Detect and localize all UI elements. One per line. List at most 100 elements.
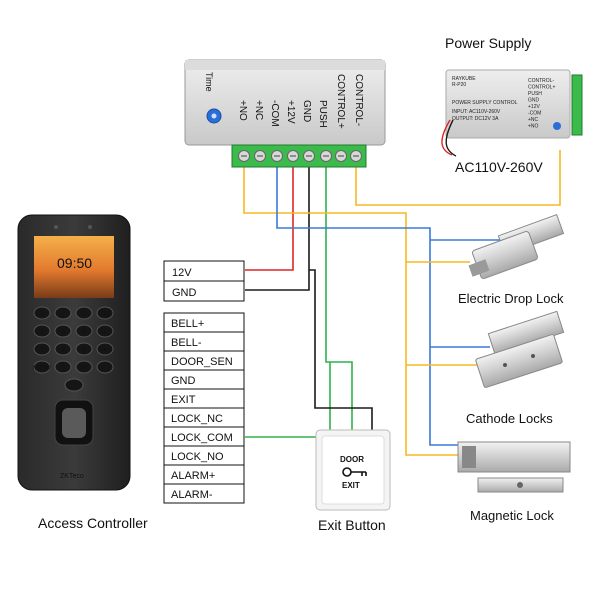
relay-terminal-label: PUSH xyxy=(317,100,328,128)
keypad-key-label: 5 xyxy=(61,330,65,336)
keypad-key xyxy=(54,306,72,320)
psu-terminal-label: +NC xyxy=(528,117,539,123)
wire-green-lockcom xyxy=(245,362,331,438)
psu-terminal-label: CONTROL- xyxy=(528,78,554,84)
keypad-key-label: OK xyxy=(80,366,89,372)
controller-terminal-cell xyxy=(163,483,245,504)
svg-text:POWER SUPPLY CONTROL: POWER SUPPLY CONTROL xyxy=(452,100,518,106)
wire-green-push xyxy=(325,163,353,430)
bell-key xyxy=(64,378,84,392)
magnetic-lock-caption: Magnetic Lock xyxy=(470,508,554,523)
relay-terminal-label: +12V xyxy=(285,100,296,124)
relay-terminal-label: GND xyxy=(301,100,312,122)
power-terminal-cell xyxy=(163,280,245,302)
keypad-key xyxy=(33,306,51,320)
relay-time-label: Time xyxy=(204,72,214,92)
controller-screen xyxy=(34,236,114,298)
keypad-key xyxy=(54,342,72,356)
controller-terminal-label: GND xyxy=(171,375,196,387)
controller-terminal-label: EXIT xyxy=(171,394,196,406)
svg-text:INPUT: AC110V-260V: INPUT: AC110V-260V xyxy=(452,109,501,115)
keypad-key xyxy=(33,360,51,374)
exit-button-exit-text: EXIT xyxy=(342,481,360,490)
keypad-key xyxy=(54,324,72,338)
keypad-key xyxy=(75,342,93,356)
controller-terminal-label: DOOR_SEN xyxy=(171,356,233,368)
controller-terminal-label: ALARM+ xyxy=(171,470,215,482)
keypad-key-label: 0 xyxy=(61,366,65,372)
keypad-key-label: ESC xyxy=(99,312,112,318)
relay-terminal-label: +NO xyxy=(237,100,248,121)
keypad-key-label: 7 xyxy=(40,348,44,354)
power-terminal-label: 12V xyxy=(172,267,192,279)
keypad-key-label: 6 xyxy=(82,330,86,336)
wire-yellow-ps xyxy=(355,150,561,206)
controller-brand: ZKTeco xyxy=(60,473,84,480)
keypad-key xyxy=(96,342,114,356)
controller-terminal-label: BELL- xyxy=(171,337,202,349)
keypad-key-label: 4 xyxy=(40,330,44,336)
psu-terminal-label: +12V xyxy=(528,104,540,110)
psu-terminal-label: GND xyxy=(528,98,540,104)
controller-time: 09:50 xyxy=(57,255,92,271)
keypad-key xyxy=(75,360,93,374)
keypad-key xyxy=(33,342,51,356)
key-icon xyxy=(342,467,367,477)
power-terminal-label: GND xyxy=(172,287,197,299)
keypad-key xyxy=(96,360,114,374)
keypad-key xyxy=(54,360,72,374)
psu-terminal-label: +NO xyxy=(528,124,539,130)
controller-terminal-label: LOCK_NC xyxy=(171,413,223,425)
magnetic-lock xyxy=(457,441,571,493)
keypad-key-label: 9 xyxy=(82,348,86,354)
keypad-key xyxy=(33,324,51,338)
power-supply-title: Power Supply xyxy=(445,35,531,51)
access-controller-device: 09:50 1 2 3 ESC 4 5 6 ▲ 7 8 9 ▼ MENU 0 OK ZKTeco xyxy=(17,214,131,491)
power-supply-device: RAYKUBE R-P20 POWER SUPPLY CONTROL INPUT… xyxy=(441,69,583,157)
relay-box: Time +NO +NC -COM +12V GND PUSH CONTROL+ CONTRO… xyxy=(184,59,386,168)
keypad-key-label: ▲ xyxy=(102,330,108,336)
access-controller-caption: Access Controller xyxy=(38,515,148,531)
psu-terminal-label: -COM xyxy=(528,111,541,117)
controller-terminal-label: BELL+ xyxy=(171,318,204,330)
cathode-lock xyxy=(475,310,565,388)
keypad-key-label: 2 xyxy=(61,312,65,318)
psu-terminal-label: PUSH xyxy=(528,91,542,97)
electric-drop-lock xyxy=(468,214,565,280)
electric-drop-lock-caption: Electric Drop Lock xyxy=(458,291,564,306)
controller-terminal-label: ALARM- xyxy=(171,489,213,501)
controller-terminal-label: LOCK_NO xyxy=(171,451,224,463)
keypad-key xyxy=(75,306,93,320)
relay-terminal-label: +NC xyxy=(253,100,264,120)
wire-black-gnd xyxy=(245,163,310,291)
wire-black-exit xyxy=(309,269,373,430)
psu-terminal-label: CONTROL+ xyxy=(528,85,555,91)
keypad-key xyxy=(96,324,114,338)
power-terminal-table: 12V GND xyxy=(163,260,245,302)
wire-yellow-no xyxy=(243,163,458,456)
wire-red-12v xyxy=(245,163,294,271)
keypad-key-label: 3 xyxy=(82,312,86,318)
svg-text:OUTPUT: DC12V 3A: OUTPUT: DC12V 3A xyxy=(452,116,499,122)
exit-button-caption: Exit Button xyxy=(318,517,386,533)
wires xyxy=(243,150,561,456)
controller-terminal-table: BELL+ BELL- DOOR_SEN GND EXIT LOCK_NC LOCK_COM… xyxy=(163,312,245,504)
keypad: 1 2 3 ESC 4 5 6 ▲ 7 8 9 ▼ MENU 0 OK xyxy=(33,306,114,392)
relay-terminal-label: -COM xyxy=(269,100,280,127)
keypad-key-label: ▼ xyxy=(102,348,108,354)
svg-text:R-P20: R-P20 xyxy=(452,82,466,88)
keypad-key-label: 8 xyxy=(61,348,65,354)
cathode-locks-caption: Cathode Locks xyxy=(466,411,553,426)
keypad-key-label: MENU xyxy=(33,366,51,372)
wire-blue-com xyxy=(276,163,458,446)
keypad-key-label: 1 xyxy=(40,312,44,318)
keypad-key xyxy=(96,306,114,320)
exit-button-door-text: DOOR xyxy=(340,455,364,464)
controller-terminal-label: LOCK_COM xyxy=(171,432,233,444)
relay-terminal-label: CONTROL+ xyxy=(335,74,346,129)
voltage-label: AC110V-260V xyxy=(455,159,543,175)
relay-terminal-label: CONTROL- xyxy=(353,74,364,126)
exit-button-device: DOOR EXIT xyxy=(315,429,391,511)
svg-text:RAYKUBE: RAYKUBE xyxy=(452,76,476,82)
